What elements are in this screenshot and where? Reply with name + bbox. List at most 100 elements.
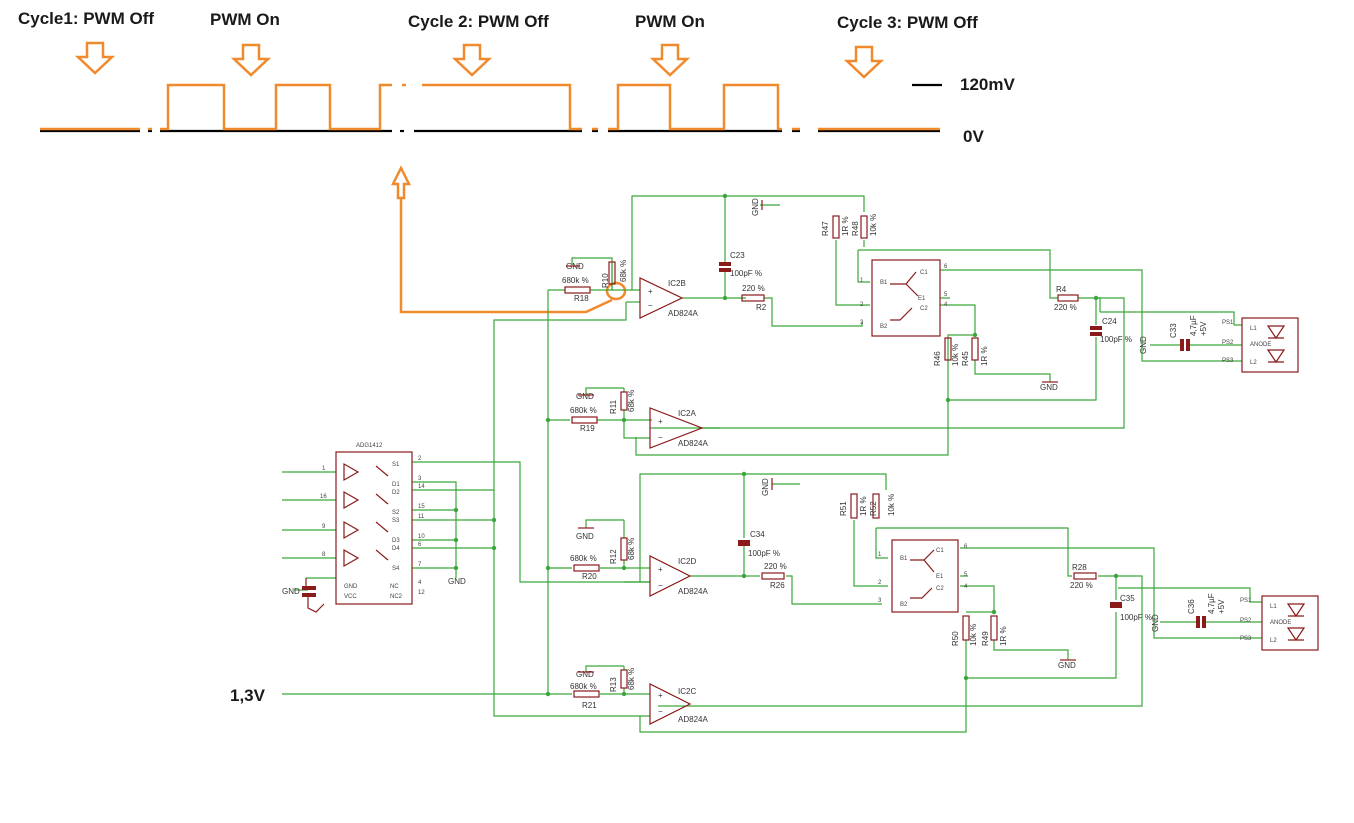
svg-text:1: 1 <box>322 466 326 472</box>
svg-text:GND: GND <box>576 670 594 679</box>
svg-text:VCC: VCC <box>344 594 357 600</box>
svg-text:+: + <box>658 691 663 700</box>
resistor-r21: 680k % R21 <box>570 682 600 710</box>
svg-text:R50: R50 <box>951 631 960 646</box>
svg-text:6: 6 <box>944 264 948 270</box>
waveform-panel: Cycle1: PWM Off PWM On Cycle 2: PWM Off … <box>18 9 1015 314</box>
cap-c24: C24 100pF % <box>1090 317 1132 344</box>
svg-text:C23: C23 <box>730 251 745 260</box>
svg-text:AD824A: AD824A <box>678 715 708 724</box>
svg-text:100pF %: 100pF % <box>748 549 780 558</box>
svg-text:D4: D4 <box>392 546 400 552</box>
opamp-ic2c: +− IC2C AD824A <box>649 683 708 725</box>
svg-text:R19: R19 <box>580 424 595 433</box>
svg-text:3: 3 <box>860 320 864 326</box>
pwm-on-arrow-icon <box>232 43 270 77</box>
svg-text:+5V: +5V <box>1217 599 1226 614</box>
svg-text:L2: L2 <box>1250 360 1257 366</box>
led-connector-upper: PS1 PS2 PS3 L1 ANODE L2 <box>1222 317 1299 373</box>
svg-text:3: 3 <box>418 476 422 482</box>
schematic: +− IC2B AD824A +− IC2A AD824A +− IC2D AD… <box>230 193 1319 733</box>
svg-text:9: 9 <box>322 524 326 530</box>
input-voltage-label: 1,3V <box>230 686 266 705</box>
svg-text:PS2: PS2 <box>1240 618 1252 624</box>
svg-text:C34: C34 <box>750 530 765 539</box>
svg-text:1R %: 1R % <box>859 496 868 516</box>
svg-text:E1: E1 <box>936 574 944 580</box>
svg-text:GND: GND <box>576 532 594 541</box>
svg-text:GND: GND <box>576 392 594 401</box>
svg-text:680k %: 680k % <box>562 276 589 285</box>
svg-text:−: − <box>658 433 663 442</box>
svg-text:C36: C36 <box>1187 599 1196 614</box>
svg-text:1R %: 1R % <box>980 346 989 366</box>
svg-text:B2: B2 <box>880 324 888 330</box>
svg-text:100pF %: 100pF % <box>1120 613 1152 622</box>
svg-text:S3: S3 <box>392 518 400 524</box>
svg-text:C1: C1 <box>936 548 944 554</box>
svg-text:IC2D: IC2D <box>678 557 696 566</box>
svg-text:4,7µF: 4,7µF <box>1207 593 1216 614</box>
svg-text:C24: C24 <box>1102 317 1117 326</box>
svg-text:C2: C2 <box>936 586 944 592</box>
svg-text:NC: NC <box>390 584 399 590</box>
svg-text:ADG1412: ADG1412 <box>356 443 383 449</box>
svg-text:14: 14 <box>418 484 425 490</box>
svg-text:PS3: PS3 <box>1240 636 1252 642</box>
svg-text:C33: C33 <box>1169 323 1178 338</box>
svg-text:D1: D1 <box>392 482 400 488</box>
svg-text:10: 10 <box>418 534 425 540</box>
svg-text:GND: GND <box>282 587 300 596</box>
svg-text:−: − <box>658 581 663 590</box>
resistor-r28: R28 220 % <box>1070 563 1097 590</box>
svg-text:+: + <box>658 417 663 426</box>
svg-text:R51: R51 <box>839 501 848 516</box>
svg-text:GND: GND <box>751 198 760 216</box>
svg-text:11: 11 <box>418 514 425 520</box>
resistor-r26: 220 % R26 <box>761 562 787 590</box>
svg-text:R28: R28 <box>1072 563 1087 572</box>
svg-text:L1: L1 <box>1250 326 1257 332</box>
svg-text:10k %: 10k % <box>869 214 878 236</box>
decoupling-cap <box>302 578 325 613</box>
svg-text:R11: R11 <box>609 399 618 414</box>
svg-text:GND: GND <box>761 478 770 496</box>
svg-text:6: 6 <box>418 542 422 548</box>
opamp-ic2d: + − IC2D AD824A <box>649 555 708 597</box>
svg-text:R10: R10 <box>601 273 610 288</box>
svg-text:220 %: 220 % <box>1070 581 1093 590</box>
svg-text:NC2: NC2 <box>390 594 403 600</box>
cycle3-arrow-icon <box>845 45 883 79</box>
svg-text:C2: C2 <box>920 306 928 312</box>
resistor-r20: 680k % R20 <box>570 554 600 581</box>
svg-text:ANODE: ANODE <box>1270 620 1291 626</box>
probe-point-marker <box>605 281 627 301</box>
svg-text:GND: GND <box>1058 661 1076 670</box>
svg-text:680k %: 680k % <box>570 682 597 691</box>
svg-text:R2: R2 <box>756 303 767 312</box>
svg-text:68k %: 68k % <box>627 538 636 560</box>
svg-text:B1: B1 <box>880 280 888 286</box>
bias-lower: R51 1R % R52 10k % R50 10k % R49 1R % GN… <box>761 478 1076 670</box>
svg-text:R49: R49 <box>981 631 990 646</box>
svg-text:C35: C35 <box>1120 594 1135 603</box>
svg-text:−: − <box>648 301 653 310</box>
pwm-on-arrow-icon-2 <box>651 43 689 77</box>
svg-text:AD824A: AD824A <box>678 587 708 596</box>
svg-text:16: 16 <box>320 494 327 500</box>
svg-text:S4: S4 <box>392 566 400 572</box>
svg-text:100pF %: 100pF % <box>1100 335 1132 344</box>
svg-text:C1: C1 <box>920 270 928 276</box>
svg-text:R13: R13 <box>609 677 618 692</box>
svg-text:1R %: 1R % <box>999 626 1008 646</box>
resistor-r18: 680k % R18 <box>562 276 591 303</box>
svg-text:+: + <box>658 565 663 574</box>
svg-text:6: 6 <box>964 544 968 550</box>
svg-text:4: 4 <box>418 580 422 586</box>
svg-text:R21: R21 <box>582 701 597 710</box>
svg-text:4: 4 <box>944 302 948 308</box>
svg-text:8: 8 <box>322 552 326 558</box>
svg-text:100pF %: 100pF % <box>730 269 762 278</box>
